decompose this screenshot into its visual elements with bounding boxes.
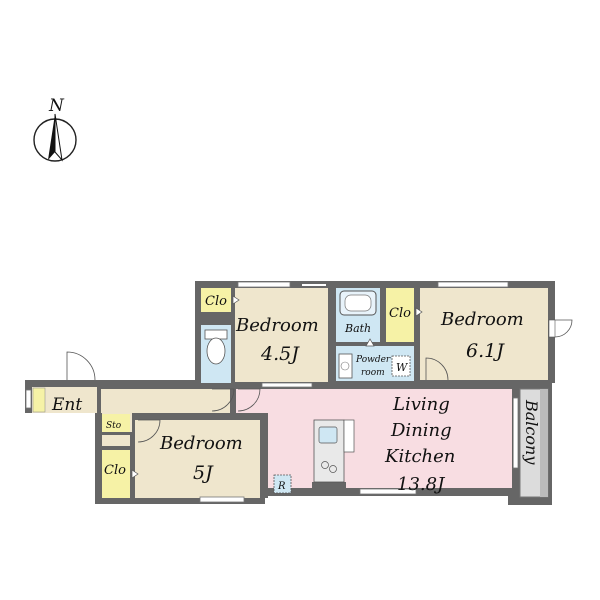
windows [25,281,519,503]
washer-space [391,355,411,377]
north-arrow-outline-icon [54,113,63,162]
kitchen-sink-icon [318,426,338,444]
fixtures [131,290,423,494]
window-bed5-bottom [199,496,245,503]
bedroom-4-5j-name: Bedroom [235,315,319,336]
bedroom-5j-size: 5J [193,462,214,484]
refrigerator-label: R [277,481,286,492]
door-bed5-icon [137,419,161,443]
wall-hall-lower [132,413,268,420]
stove-burner-2-icon [329,465,337,473]
north-arrow-icon [48,114,55,160]
wall-bed5-right [260,413,268,498]
window-balcony-door [512,397,519,469]
window-entrance [25,389,32,409]
bath-label: Bath [344,322,371,335]
wall-bed45-right [328,288,336,384]
kitchen-panel [343,419,355,453]
wall-closet-c [102,446,132,450]
balcony-label: Balcony [522,399,541,465]
wall-bath-closet [380,288,386,342]
ldk-line-dining: Dining [390,420,452,441]
closet-c-floor [102,450,132,498]
washbasin-bowl-icon [340,361,350,371]
toilet-bowl-icon [206,337,226,365]
wall-bed61-bottom [414,380,548,389]
wall-hall-top [100,380,201,389]
balcony-rail [540,389,548,497]
closet-b-label: Clo [389,306,411,321]
entrance-shelf [32,387,46,413]
window-bed45-top [237,281,291,288]
door-toilet-icon [211,388,235,412]
bedroom-6-1j-floor [420,288,548,380]
wall-entrance-step [97,386,101,414]
storage-label: Sto [106,421,122,431]
washbasin-icon [338,353,353,379]
washer-label: W [396,361,409,374]
wall-bath-powder [336,342,416,346]
closet-b-floor [386,288,416,342]
ldk-line-living: Living [392,394,450,415]
refrigerator-space [273,474,292,494]
north-label: N [48,96,65,116]
closet-a-label: Clo [205,294,227,309]
bedroom-4-5j-floor [234,288,328,384]
door-entrance-icon [66,351,96,381]
closet-a-door-icon [232,295,240,305]
bedroom-6-1j-size: 6.1J [466,340,505,362]
door-bed61-exterior-frame [548,319,556,338]
ldk-line-kitchen: Kitchen [384,446,455,467]
window-bed61-top [437,281,509,288]
window-ldk-bottom [359,488,417,495]
wall-closet-bed61 [414,288,420,386]
wall-closet-c-right [130,432,135,498]
stove-burner-icon [321,461,329,469]
powder-room-line1: Powder [355,355,391,365]
wall-storage [102,432,132,435]
bedroom-5j-name: Bedroom [159,433,243,454]
compass: N [33,96,77,162]
ldk-size: 13.8J [397,474,446,495]
powder-door-icon [365,338,375,347]
entrance-label: Ent [51,395,82,415]
bedroom-5j-floor [135,420,260,498]
closet-c-door-icon [131,469,139,479]
closet-b-door-icon [415,307,423,317]
ldk-floor [236,389,512,488]
powder-room-line2: room [361,368,385,378]
wall-bed45-left [231,288,235,384]
wall-hall-toilet [231,389,236,414]
room-labels: Bedroom 4.5J Bedroom 6.1J Bedroom 5J Liv… [51,294,524,495]
door-bed61-icon [425,357,449,381]
balcony: Balcony [519,388,549,498]
bedroom-6-1j-name: Bedroom [440,309,524,330]
window-bed45-bottom [261,382,313,388]
room-fills [32,288,548,498]
doors [66,319,573,468]
bathtub-inner-icon [344,294,372,312]
wall-closet-a [201,312,233,325]
closet-a-floor [201,288,233,312]
closet-c-label: Clo [104,463,126,478]
door-bed45-icon [237,388,261,412]
storage-floor [102,414,130,432]
door-bed61-exterior-icon [554,319,573,338]
bedroom-4-5j-size: 4.5J [260,343,300,365]
